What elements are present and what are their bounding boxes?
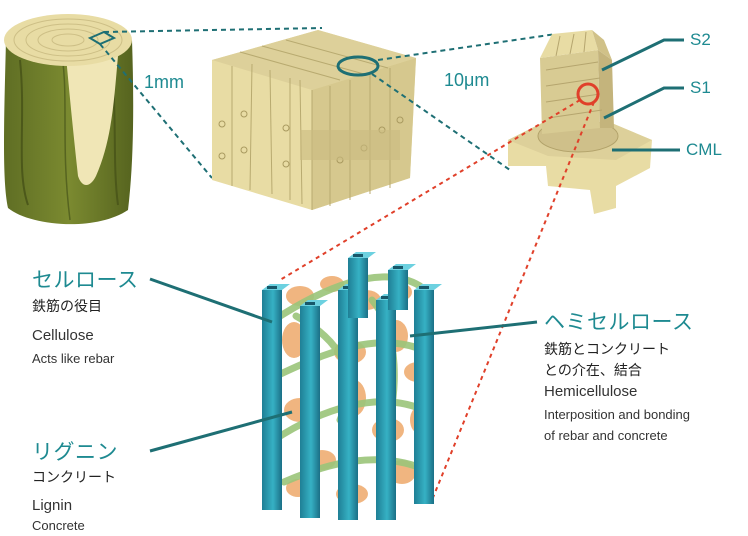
zoom-lines-2 xyxy=(371,33,557,171)
wood-block-illustration xyxy=(212,30,416,210)
hemicellulose-en-role-1: Interposition and bonding xyxy=(544,407,691,422)
log-sample-marker xyxy=(87,30,117,46)
hemicellulose-jp-role-1: 鉄筋とコンクリート xyxy=(544,342,670,358)
hemicellulose-jp-role-2: との介在、結合 xyxy=(544,363,642,379)
cellulose-fibers xyxy=(262,252,442,520)
lignin-en-name: Lignin xyxy=(32,497,73,514)
layer-label-s1: S1 xyxy=(690,78,711,97)
block-sample-marker xyxy=(336,55,380,77)
hemicellulose-en-name: Hemicellulose xyxy=(544,383,638,400)
cellulose-en-role: Acts like rebar xyxy=(32,351,115,366)
lignin-jp-role: コンクリート xyxy=(32,470,116,486)
microfibril-illustration xyxy=(262,252,442,520)
component-leader-lines xyxy=(149,277,538,453)
cell-sample-marker xyxy=(576,82,600,106)
scale-label-10um: 10μm xyxy=(444,70,490,90)
scale-label-1mm: 1mm xyxy=(144,72,184,92)
cell-illustration xyxy=(508,30,684,214)
layer-label-cml: CML xyxy=(686,140,722,159)
zoom-lines-1 xyxy=(99,27,323,179)
zoom-lines-3 xyxy=(279,99,595,501)
layer-label-s2: S2 xyxy=(690,30,711,49)
cellulose-jp-name: セルロース xyxy=(32,268,139,292)
hemicellulose-en-role-2: of rebar and concrete xyxy=(544,428,668,443)
lignin-jp-name: リグニン xyxy=(32,440,118,464)
cellulose-en-name: Cellulose xyxy=(32,327,94,344)
layer-leader-lines xyxy=(601,38,684,152)
log-illustration xyxy=(4,14,134,225)
hemicellulose-jp-name: ヘミセルロース xyxy=(544,310,694,334)
cellulose-jp-role: 鉄筋の役目 xyxy=(32,299,102,315)
lignin-en-role: Concrete xyxy=(32,518,85,533)
